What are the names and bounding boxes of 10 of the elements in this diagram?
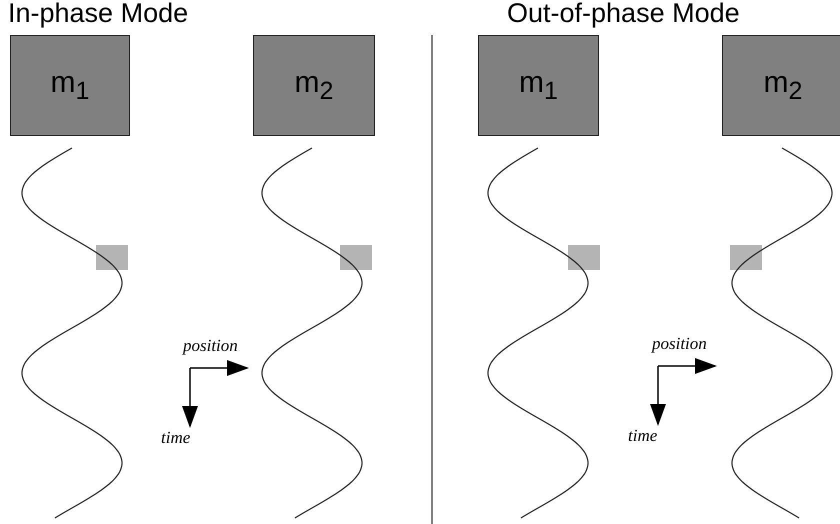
mass-box: m$_{1}$ bbox=[478, 35, 599, 136]
axis-label: position bbox=[652, 334, 707, 354]
mass-box: m$_{1}$ bbox=[10, 35, 130, 136]
mass-box: m$_{2}$ bbox=[253, 35, 375, 136]
axis-label: time bbox=[161, 428, 190, 448]
axis-label: time bbox=[628, 426, 658, 446]
mass-box: m$_{2}$ bbox=[722, 35, 840, 136]
mode-heading: In-phase Mode bbox=[8, 0, 188, 29]
axis-label: position bbox=[183, 336, 238, 356]
mode-heading: Out-of-phase Mode bbox=[507, 0, 740, 29]
